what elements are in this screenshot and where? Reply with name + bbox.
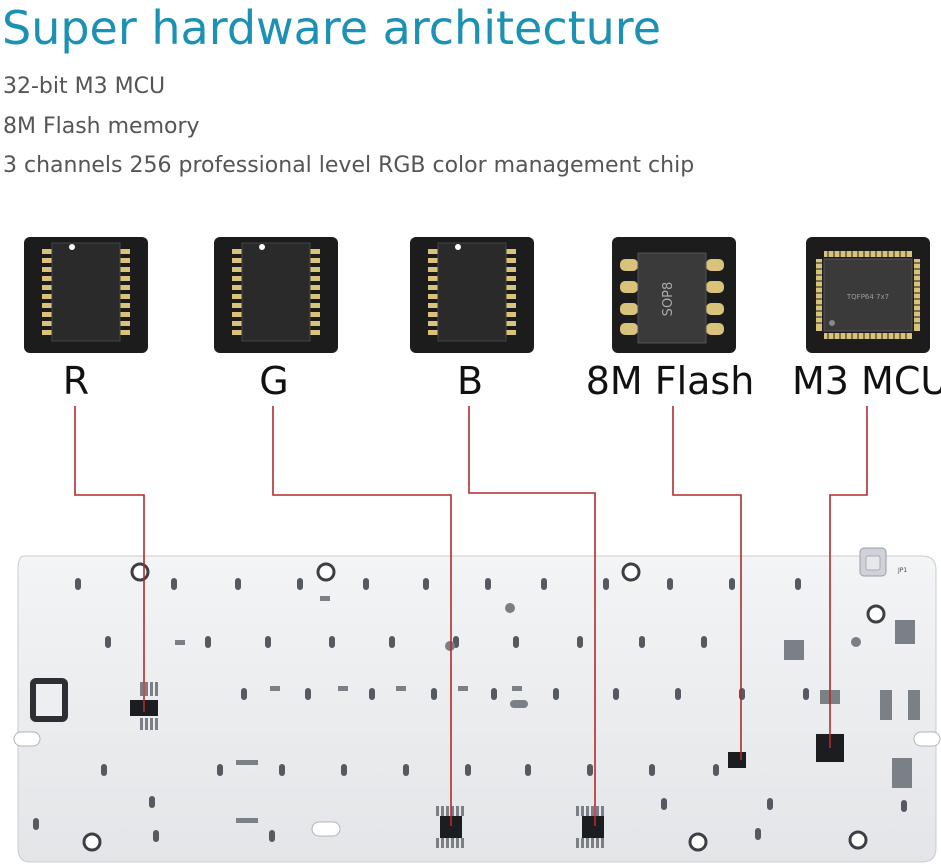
sop8-flash-chip: SOP8 bbox=[620, 252, 724, 344]
page-title: Super hardware architecture bbox=[2, 1, 662, 55]
pcb-ic-b bbox=[582, 816, 604, 838]
spec-rgb-chip: 3 channels 256 professional level RGB co… bbox=[3, 153, 695, 178]
sop8-chip-text: SOP8 bbox=[661, 282, 676, 317]
usb-label: JP1 bbox=[897, 567, 907, 574]
connector-lines bbox=[74, 406, 868, 826]
pcb-ic-left bbox=[30, 678, 68, 722]
chip-label-flash: 8M Flash bbox=[585, 359, 755, 403]
connector-flash bbox=[672, 406, 742, 760]
spec-flash: 8M Flash memory bbox=[3, 114, 200, 139]
pcb-board: JP1 bbox=[13, 547, 941, 863]
sop-chip-b bbox=[428, 242, 516, 342]
sop-chip-r bbox=[42, 242, 130, 342]
tqfp-mcu-chip: TQFP64 7x7 bbox=[816, 251, 920, 339]
pcb-ic-flash bbox=[728, 752, 746, 768]
sop-chip-g bbox=[232, 242, 320, 342]
connector-g bbox=[272, 406, 452, 826]
chip-label-b: B bbox=[456, 359, 484, 403]
chip-label-g: G bbox=[259, 359, 289, 403]
connector-mcu bbox=[829, 406, 868, 748]
chip-label-mcu: M3 MCU bbox=[792, 359, 941, 403]
connector-b bbox=[468, 406, 596, 826]
connector-r bbox=[74, 406, 145, 712]
usb-connector: JP1 bbox=[859, 547, 907, 577]
pcb-ic-g bbox=[440, 816, 462, 838]
tqfp-chip-text: TQFP64 7x7 bbox=[846, 293, 889, 301]
chip-label-r: R bbox=[62, 359, 90, 403]
spec-mcu: 32-bit M3 MCU bbox=[3, 74, 166, 99]
